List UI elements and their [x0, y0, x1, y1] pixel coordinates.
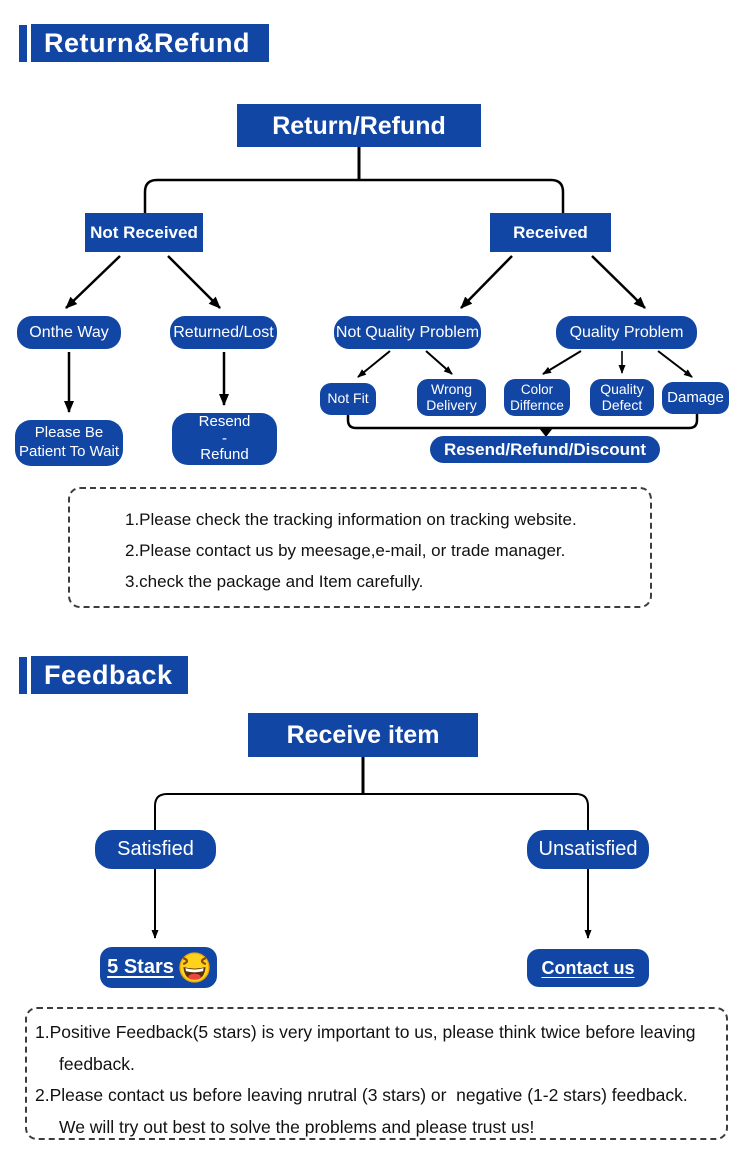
node-not-received: Not Received — [85, 213, 203, 252]
node-quality-problem: Quality Problem — [556, 316, 697, 349]
note-line: 2.Please contact us by meesage,e-mail, o… — [125, 541, 566, 560]
note-line: 1.Please check the tracking information … — [125, 510, 577, 529]
arrow-quality-to-colordiffernce — [542, 350, 582, 375]
node-received: Received — [490, 213, 611, 252]
note-line: 1.Positive Feedback(5 stars) is very imp… — [35, 1022, 696, 1042]
node-not-fit: Not Fit — [320, 383, 376, 415]
note-line: We will try out best to solve the proble… — [59, 1116, 535, 1137]
five-stars-label: 5 Stars — [107, 956, 174, 979]
note-line: 3.check the package and Item carefully. — [125, 572, 424, 591]
section1-accent-bar — [19, 25, 27, 62]
arrow-received-to-notquality — [460, 255, 513, 309]
section2-title: Feedback — [31, 656, 188, 694]
node-please-be-patient: Please Be Patient To Wait — [15, 420, 123, 466]
laughing-emoji-icon — [179, 951, 210, 983]
node-contact-us: Contact us — [527, 949, 649, 987]
arrow-quality-to-damage — [657, 350, 693, 378]
connector-bracket-to-resolution — [346, 414, 699, 430]
node-unsatisfied: Unsatisfied — [527, 830, 649, 869]
arrowhead-bracket-resolution — [539, 428, 553, 437]
arrow-notreceived-to-returnedlost — [167, 255, 221, 309]
node-wrong-delivery: Wrong Delivery — [417, 379, 486, 416]
node-not-quality-problem: Not Quality Problem — [334, 316, 481, 349]
node-quality-defect: Quality Defect — [590, 379, 654, 416]
node-color-differnce: Color Differnce — [504, 379, 570, 416]
node-returned-lost: Returned/Lost — [170, 316, 277, 349]
note-line: feedback. — [59, 1053, 135, 1074]
arrow-notreceived-to-ontheway — [65, 255, 121, 309]
arrow-notquality-to-notfit — [357, 350, 391, 378]
connector-root2-split — [154, 793, 589, 830]
node-damage: Damage — [662, 382, 729, 414]
arrow-received-to-quality — [591, 255, 646, 309]
feedback-notes-box: 1.Positive Feedback(5 stars) is very imp… — [25, 1007, 728, 1140]
arrow-notquality-to-wrongdelivery — [425, 350, 453, 375]
node-receive-item: Receive item — [248, 713, 478, 757]
return-notes-box: 1.Please check the tracking information … — [68, 487, 652, 608]
node-resend-refund-discount: Resend/Refund/Discount — [430, 436, 660, 463]
section2-accent-bar — [19, 657, 27, 694]
contact-us-label: Contact us — [541, 957, 635, 978]
node-return-refund: Return/Refund — [237, 104, 481, 147]
note-line: 2.Please contact us before leaving nrutr… — [35, 1085, 688, 1105]
connector-root1-split — [143, 178, 565, 213]
node-resend-refund: Resend - Refund — [172, 413, 277, 465]
node-satisfied: Satisfied — [95, 830, 216, 869]
node-onthe-way: Onthe Way — [17, 316, 121, 349]
section1-title: Return&Refund — [31, 24, 269, 62]
node-five-stars: 5 Stars — [100, 947, 217, 988]
